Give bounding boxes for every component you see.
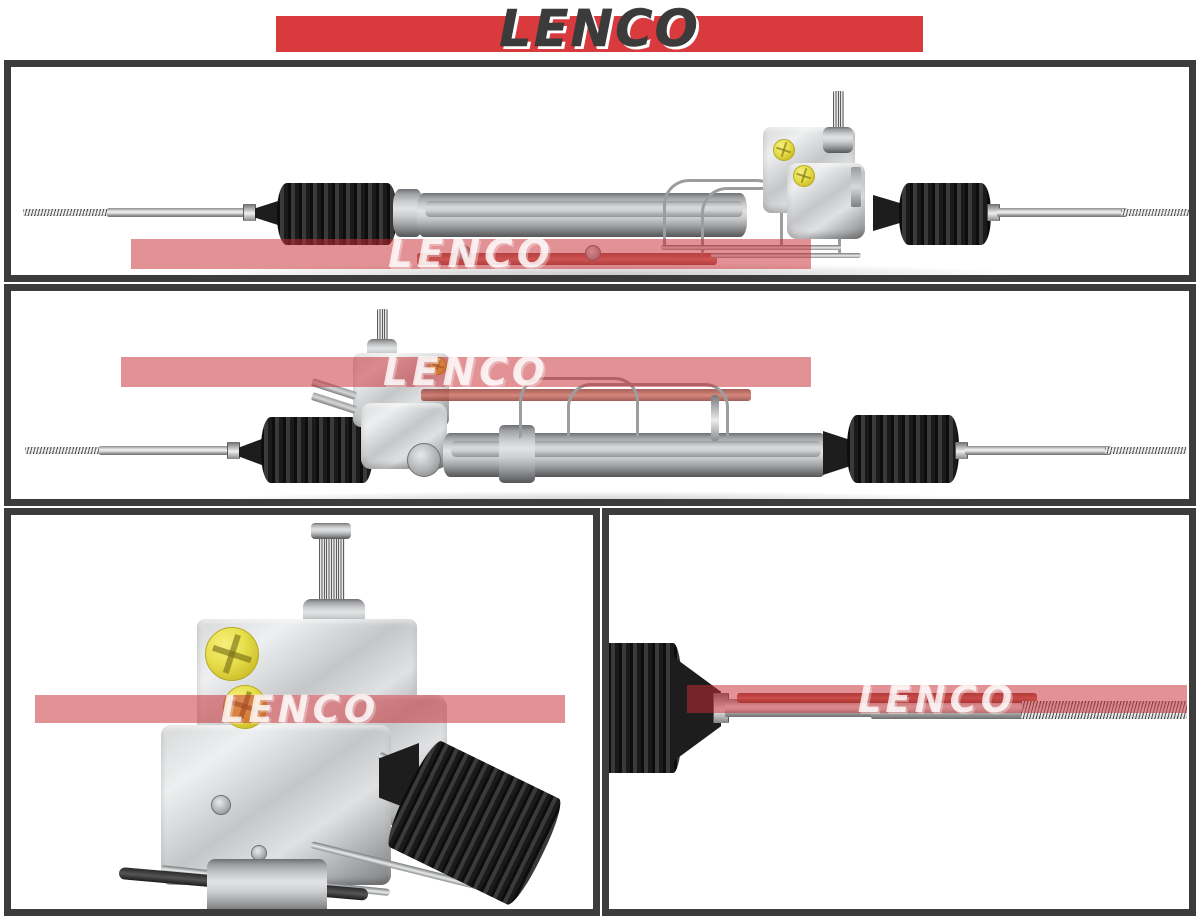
hydraulic-port-cap-2 (793, 165, 815, 187)
drop-shadow (191, 491, 1011, 499)
mount-boss-1 (455, 245, 471, 261)
tie-rod-thread-left (23, 209, 109, 216)
bellows-boot-right (899, 183, 991, 245)
shaft-top-cap (311, 523, 351, 539)
pinion-end-cap (407, 443, 441, 477)
logo-banner (276, 16, 923, 52)
bellows-boot-right (847, 415, 959, 483)
tie-rod-collar-left (243, 204, 256, 221)
mount-boss-2 (585, 245, 601, 261)
pinion-shaft-collar (823, 127, 853, 153)
pinion-input-shaft-spline (833, 91, 844, 135)
brand-header: LENCO (0, 0, 1200, 60)
tie-rod-thread-right (1105, 447, 1187, 454)
shaft-red-marking (737, 693, 1037, 703)
bellows-boot-left (261, 417, 373, 483)
product-photo-panel-4[interactable]: LENCO (602, 508, 1196, 916)
hydraulic-pipe-lower (661, 245, 841, 250)
product-photo-panel-1[interactable]: LENCO (4, 60, 1196, 282)
hydraulic-port-cap-1 (429, 357, 447, 375)
panel-2-stage: LENCO (11, 291, 1189, 499)
housing-screw (211, 795, 231, 815)
tie-rod-right (997, 208, 1127, 217)
housing-highlight (451, 441, 821, 457)
panel-4-stage: LENCO (609, 515, 1189, 909)
hydraulic-port-cap-2 (223, 685, 267, 729)
tie-rod-thread-right (1121, 209, 1189, 216)
housing-stub (207, 859, 327, 909)
bellows-boot (609, 643, 683, 773)
tie-rod-right (965, 446, 1111, 455)
hydraulic-pipe-drop (711, 395, 719, 441)
tie-rod-left (99, 446, 231, 455)
tie-rod-left (107, 208, 247, 217)
hydraulic-pipe-loop-2 (567, 383, 729, 439)
tie-rod-thread-left (25, 447, 101, 454)
hydraulic-port-cap-1 (205, 627, 259, 681)
hydraulic-pipe-lower-2 (711, 253, 861, 258)
pinion-input-shaft-spline (377, 309, 388, 345)
brand-logo-text: LENCO (499, 0, 700, 59)
product-photo-panel-3[interactable]: LENCO (4, 508, 600, 916)
tie-rod-collar-left (227, 442, 240, 459)
bellows-boot-left (277, 183, 397, 245)
product-photo-panel-2[interactable]: LENCO (4, 284, 1196, 506)
panel-1-stage: LENCO (11, 67, 1189, 275)
hydraulic-pipe-loop-1 (663, 179, 783, 249)
tie-rod-thread-end (1021, 701, 1187, 719)
drop-shadow (191, 263, 1011, 275)
panel-3-stage: LENCO (11, 515, 593, 909)
pinion-input-shaft-spline (319, 531, 345, 607)
hydraulic-port-cap-1 (773, 139, 795, 161)
valve-bracket (851, 167, 861, 207)
